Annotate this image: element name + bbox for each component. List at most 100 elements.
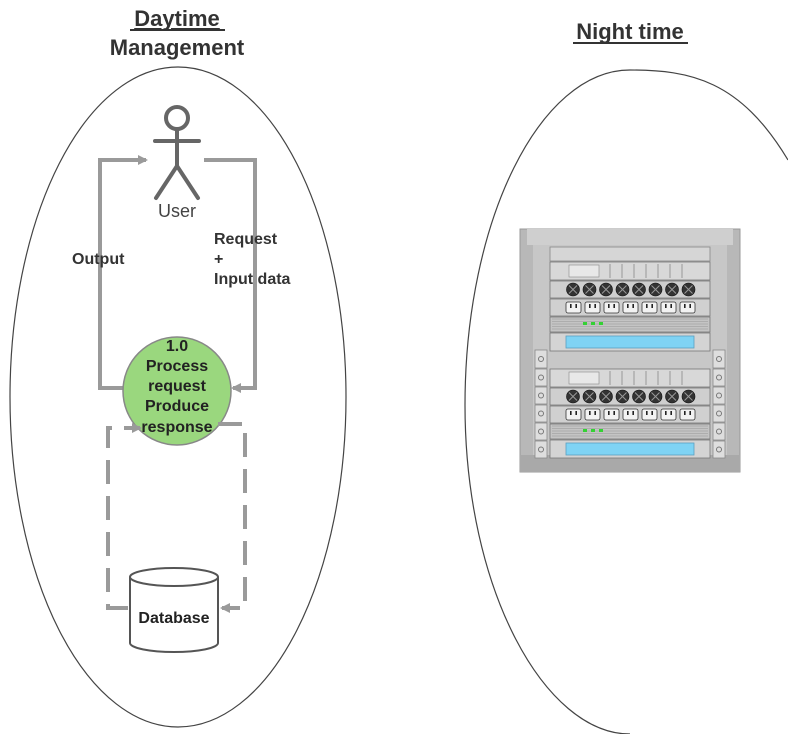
rack-outlet-icon xyxy=(641,408,658,421)
output-label: Output xyxy=(72,251,125,268)
rack-fan-blade xyxy=(634,285,644,294)
rack-fan-blade xyxy=(667,392,677,401)
process-label-line4: Produce xyxy=(145,398,209,415)
rack-led-icon xyxy=(591,322,595,325)
rack-rail-right xyxy=(712,386,726,405)
rack-outlet-icon xyxy=(622,301,639,314)
rack-rail-left xyxy=(534,404,548,423)
rack-outlet-slot xyxy=(651,411,653,415)
request-label-line3: Input data xyxy=(214,271,291,288)
daytime-boundary-ellipse xyxy=(9,66,347,728)
rack-fan-blade xyxy=(585,285,594,294)
nighttime-boundary-ellipse xyxy=(464,69,788,734)
rack-outlet-slot xyxy=(665,411,667,415)
server-rack-icon xyxy=(519,228,741,473)
rack-rail-left xyxy=(534,440,548,459)
process-label-line1: 1.0 xyxy=(166,338,188,355)
process-label-line3: request xyxy=(148,378,206,395)
rack-outlet-slot xyxy=(575,304,577,308)
rack-screw xyxy=(538,428,544,435)
rack-led-icon xyxy=(583,429,587,432)
rack-outlet-slot xyxy=(670,304,672,308)
process-to-database-arrow xyxy=(218,422,247,613)
rack-outlet-slot xyxy=(665,304,667,308)
rack-patch-port xyxy=(568,371,600,385)
database-label: Database xyxy=(138,610,209,627)
rack-rail-left xyxy=(534,349,548,369)
rack-screw xyxy=(538,392,544,399)
rack-screw xyxy=(716,392,722,399)
rack-screw xyxy=(716,374,722,381)
rack-outlet-slot xyxy=(632,411,634,415)
rack-outlet-slot xyxy=(594,304,596,308)
rack-outlet-slot xyxy=(613,304,615,308)
rack-outlet-slot xyxy=(608,304,610,308)
rack-outlet-slot xyxy=(589,304,591,308)
rack-fan-blade xyxy=(568,392,578,401)
rack-led-icon xyxy=(599,322,603,325)
rack-outlet-slot xyxy=(627,411,629,415)
nighttime-title: Night time xyxy=(576,19,684,44)
rack-outlet-icon xyxy=(603,408,620,421)
rack-patch-port xyxy=(568,264,600,278)
rack-fan-blade xyxy=(684,285,693,294)
rack-outlet-icon xyxy=(584,301,601,314)
rack-outlet-slot xyxy=(670,411,672,415)
request-label-line2: + xyxy=(214,251,223,268)
rack-screw xyxy=(716,410,722,417)
rack-rail-right xyxy=(712,368,726,387)
rack-fan-blade xyxy=(601,285,611,294)
rack-outlet-icon xyxy=(565,408,582,421)
rack-outlet-slot xyxy=(594,411,596,415)
process-circle xyxy=(122,336,232,446)
rack-blank-panel xyxy=(549,246,711,262)
daytime-title-line2: Management xyxy=(110,35,245,60)
rack-outlet-slot xyxy=(570,411,572,415)
rack-screw xyxy=(716,428,722,435)
rack-vent-panel xyxy=(549,316,711,333)
rack-fan-blade xyxy=(618,392,627,401)
output-arrow xyxy=(98,155,148,390)
rack-outlet-slot xyxy=(570,304,572,308)
rack-outlet-slot xyxy=(575,411,577,415)
request-arrow xyxy=(204,158,257,393)
request-label-line1: Request xyxy=(214,231,278,248)
rack-outlet-icon xyxy=(660,301,677,314)
user-label: User xyxy=(158,201,196,221)
rack-fan-blade xyxy=(618,285,627,294)
user-actor-icon xyxy=(153,105,201,200)
rack-outlet-slot xyxy=(684,411,686,415)
rack-outlet-slot xyxy=(613,411,615,415)
rack-screw xyxy=(538,356,544,362)
rack-outlet-icon xyxy=(622,408,639,421)
rack-screw xyxy=(538,374,544,381)
rack-outlet-slot xyxy=(689,304,691,308)
database-to-process-arrow xyxy=(106,423,142,610)
rack-outlet-slot xyxy=(627,304,629,308)
rack-outlet-icon xyxy=(603,301,620,314)
rack-outlet-slot xyxy=(632,304,634,308)
rack-outlet-icon xyxy=(679,408,696,421)
rack-outlet-slot xyxy=(651,304,653,308)
rack-rail-left xyxy=(534,386,548,405)
rack-outlet-icon xyxy=(679,301,696,314)
rack-led-icon xyxy=(583,322,587,325)
rack-outlet-slot xyxy=(589,411,591,415)
rack-fan-blade xyxy=(684,392,693,401)
rack-outlet-icon xyxy=(565,301,582,314)
rack-outlet-icon xyxy=(660,408,677,421)
rack-rail-right xyxy=(712,440,726,459)
rack-rail-right xyxy=(712,404,726,423)
rack-display-panel xyxy=(565,442,695,456)
rack-fan-blade xyxy=(667,285,677,294)
daytime-title-line1: Daytime xyxy=(134,6,220,31)
rack-fan-blade xyxy=(601,392,611,401)
rack-fan-blade xyxy=(568,285,578,294)
rack-outlet-icon xyxy=(641,301,658,314)
rack-display-panel xyxy=(565,335,695,349)
rack-vent-panel xyxy=(549,423,711,440)
rack-outlet-slot xyxy=(689,411,691,415)
rack-outlet-slot xyxy=(646,411,648,415)
rack-rail-right xyxy=(712,422,726,441)
